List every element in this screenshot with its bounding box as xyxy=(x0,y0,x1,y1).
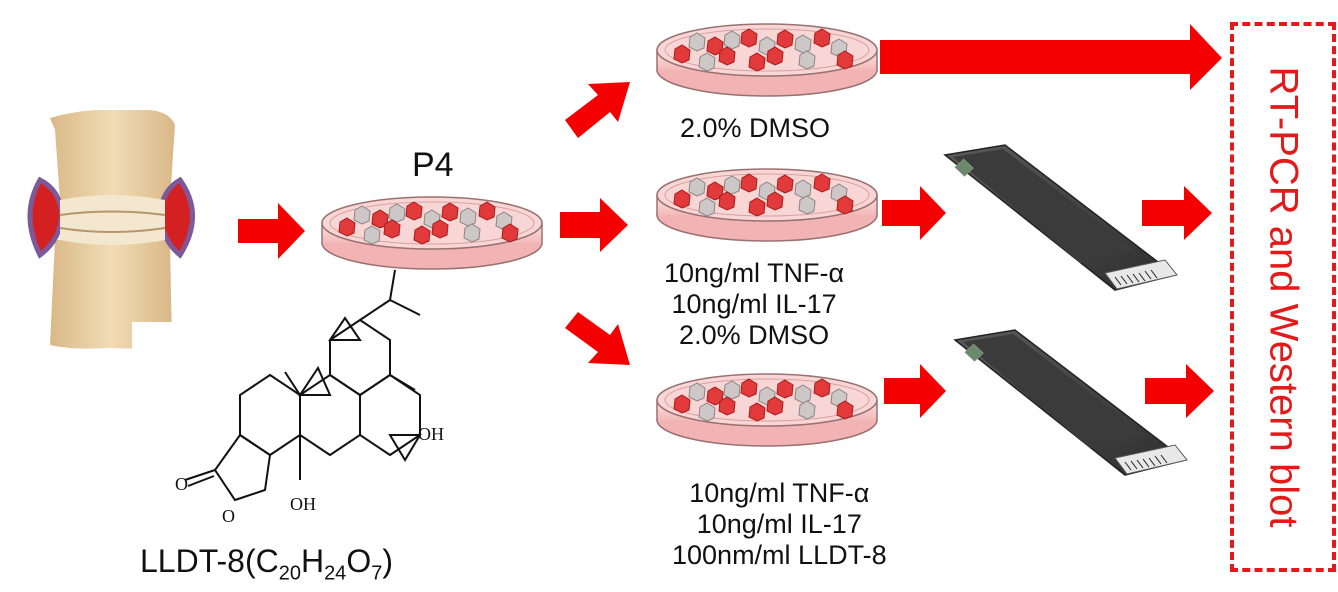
group-cytokine-label: 10ng/ml TNF-α 10ng/ml IL-17 2.0% DMSO xyxy=(664,258,844,351)
ring-o: O xyxy=(222,506,235,526)
readout-box: RT-PCR and Western blot xyxy=(1230,22,1336,572)
carbonyl-o: O xyxy=(175,474,188,494)
passage-label: P4 xyxy=(412,146,454,184)
condition-line: 100nm/ml LLDT-8 xyxy=(672,540,887,571)
petri-dish-control xyxy=(657,24,877,96)
oh-label-bottom: OH xyxy=(290,494,316,514)
condition-line: 10ng/ml IL-17 xyxy=(696,509,862,540)
block-arrow-icon xyxy=(238,24,1222,418)
petri-dish-cytokine xyxy=(657,169,877,241)
condition-line: 2.0% DMSO xyxy=(680,113,831,143)
petri-dish-treatment xyxy=(657,374,877,446)
knee-joint-icon xyxy=(27,110,195,352)
lldt8-structure xyxy=(184,269,422,502)
condition-line: 10ng/ml TNF-α xyxy=(689,478,870,508)
group-control-label: 2.0% DMSO xyxy=(680,113,830,144)
group-treatment-label: 10ng/ml TNF-α 10ng/ml IL-17 100nm/ml LLD… xyxy=(672,478,887,571)
condition-line: 2.0% DMSO xyxy=(679,320,830,351)
readout-label: RT-PCR and Western blot xyxy=(1261,66,1306,528)
compound-formula: LLDT-8(C20H24O7) xyxy=(140,543,393,585)
petri-dish-p4 xyxy=(322,197,542,269)
oh-label-top: OH xyxy=(418,424,444,444)
condition-line: 10ng/ml TNF-α xyxy=(664,258,845,288)
condition-line: 10ng/ml IL-17 xyxy=(671,289,837,320)
